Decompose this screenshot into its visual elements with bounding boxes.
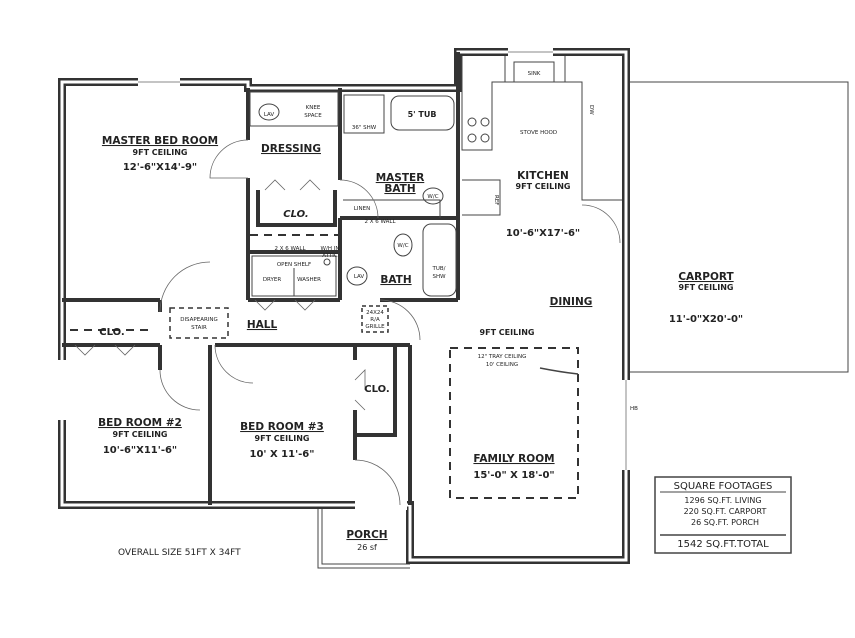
svg-text:10' X 11'-6": 10' X 11'-6" — [250, 449, 315, 460]
svg-text:2 X 6 WALL: 2 X 6 WALL — [274, 246, 306, 252]
svg-text:36" SHW: 36" SHW — [352, 125, 377, 131]
svg-text:2 X 6 WALL: 2 X 6 WALL — [364, 219, 396, 225]
room-labels: MASTER BED ROOM 9FT CEILING 12'-6"X14'-9… — [98, 71, 772, 558]
svg-text:LAV: LAV — [354, 274, 365, 280]
svg-text:R/A: R/A — [370, 317, 380, 323]
svg-text:9FT CEILING: 9FT CEILING — [133, 148, 188, 157]
kitchen-label: KITCHEN — [517, 170, 569, 182]
family-room-label: FAMILY ROOM — [473, 453, 554, 465]
dressing-counter — [249, 91, 339, 127]
svg-text:STAIR: STAIR — [191, 325, 207, 331]
svg-text:OPEN SHELF: OPEN SHELF — [277, 262, 311, 268]
bath-label: BATH — [380, 274, 411, 286]
wc-icon — [422, 187, 444, 205]
svg-text:5' TUB: 5' TUB — [408, 110, 437, 119]
svg-text:26 SQ.FT. PORCH: 26 SQ.FT. PORCH — [691, 518, 759, 527]
burner-icon — [467, 117, 477, 127]
svg-text:LINEN: LINEN — [354, 206, 370, 212]
overall-size: OVERALL SIZE 51FT X 34FT — [118, 548, 241, 558]
svg-text:TUB/: TUB/ — [431, 266, 445, 272]
dressing-label: DRESSING — [261, 143, 321, 155]
master-bath-label: MASTER — [376, 172, 425, 184]
tray-ceiling-outline — [449, 347, 579, 499]
square-footage-total: 1542 SQ.FT.TOTAL — [677, 539, 769, 550]
svg-text:ATTIC: ATTIC — [322, 253, 338, 259]
svg-text:CLO.: CLO. — [364, 384, 389, 395]
tub-icon — [390, 95, 455, 131]
svg-text:SPACE: SPACE — [304, 113, 322, 119]
svg-text:1296 SQ.FT. LIVING: 1296 SQ.FT. LIVING — [684, 496, 761, 505]
lav-icon — [258, 103, 280, 121]
svg-text:10' CEILING: 10' CEILING — [486, 362, 518, 368]
kitchen-counters — [461, 56, 622, 216]
svg-text:CLO.: CLO. — [283, 209, 308, 220]
shower-icon — [343, 94, 385, 134]
svg-text:9FT CEILING: 9FT CEILING — [480, 328, 535, 337]
svg-text:26 sf: 26 sf — [357, 543, 377, 552]
svg-text:SHW: SHW — [432, 274, 446, 280]
svg-text:WASHER: WASHER — [297, 277, 321, 283]
wc-icon — [393, 233, 413, 257]
svg-text:15'-0" X 18'-0": 15'-0" X 18'-0" — [473, 470, 554, 481]
bed3-label: BED ROOM #3 — [240, 421, 324, 433]
svg-text:STOVE HOOD: STOVE HOOD — [520, 130, 557, 136]
svg-text:KNEE: KNEE — [306, 105, 321, 111]
svg-text:W/C: W/C — [397, 243, 408, 249]
svg-text:DISAPEARING: DISAPEARING — [180, 317, 218, 323]
svg-text:220 SQ.FT. CARPORT: 220 SQ.FT. CARPORT — [684, 507, 767, 516]
svg-text:HB: HB — [630, 406, 638, 412]
master-bed-label: MASTER BED ROOM — [102, 135, 218, 147]
svg-text:REF: REF — [493, 195, 499, 205]
svg-text:9FT CEILING: 9FT CEILING — [679, 283, 734, 292]
exterior-walls — [57, 47, 631, 564]
tub-shower-icon — [422, 223, 457, 297]
svg-text:9FT CEILING: 9FT CEILING — [255, 434, 310, 443]
carport-label: CARPORT — [678, 271, 734, 283]
interior-walls — [62, 52, 460, 505]
svg-text:12" TRAY CEILING: 12" TRAY CEILING — [478, 354, 527, 360]
svg-text:W/C: W/C — [427, 194, 438, 200]
svg-text:9FT CEILING: 9FT CEILING — [113, 430, 168, 439]
svg-text:SINK: SINK — [528, 71, 541, 77]
svg-text:9FT CEILING: 9FT CEILING — [516, 182, 571, 191]
carport-outline — [626, 81, 849, 373]
porch-outline — [317, 505, 410, 569]
square-footage-title: SQUARE FOOTAGES — [674, 481, 773, 492]
svg-text:10'-6"X11'-6": 10'-6"X11'-6" — [103, 445, 177, 456]
sink-icon — [513, 61, 555, 83]
svg-text:W/H IN: W/H IN — [321, 246, 340, 252]
svg-text:10'-6"X17'-6": 10'-6"X17'-6" — [506, 228, 580, 239]
svg-text:BATH: BATH — [384, 183, 415, 195]
dining-label: DINING — [550, 296, 593, 308]
svg-text:CLO.: CLO. — [99, 327, 124, 338]
svg-text:12'-6"X14'-9": 12'-6"X14'-9" — [123, 162, 197, 173]
square-footage-box — [654, 476, 792, 554]
fixtures — [169, 56, 792, 554]
tray-arrow — [539, 367, 579, 375]
svg-text:DRYER: DRYER — [263, 277, 282, 283]
bed2-label: BED ROOM #2 — [98, 417, 182, 429]
svg-text:LAV: LAV — [264, 112, 275, 118]
svg-text:DW: DW — [588, 105, 594, 115]
svg-text:GRILLE: GRILLE — [365, 324, 385, 330]
svg-text:11'-0"X20'-0": 11'-0"X20'-0" — [669, 314, 743, 325]
lav-icon — [346, 266, 368, 286]
grille-outline — [361, 305, 389, 333]
porch-label: PORCH — [346, 529, 387, 541]
svg-text:24X24: 24X24 — [366, 310, 384, 316]
stair-outline — [169, 307, 229, 339]
hall-label: HALL — [247, 319, 278, 331]
door-swings — [74, 139, 621, 506]
